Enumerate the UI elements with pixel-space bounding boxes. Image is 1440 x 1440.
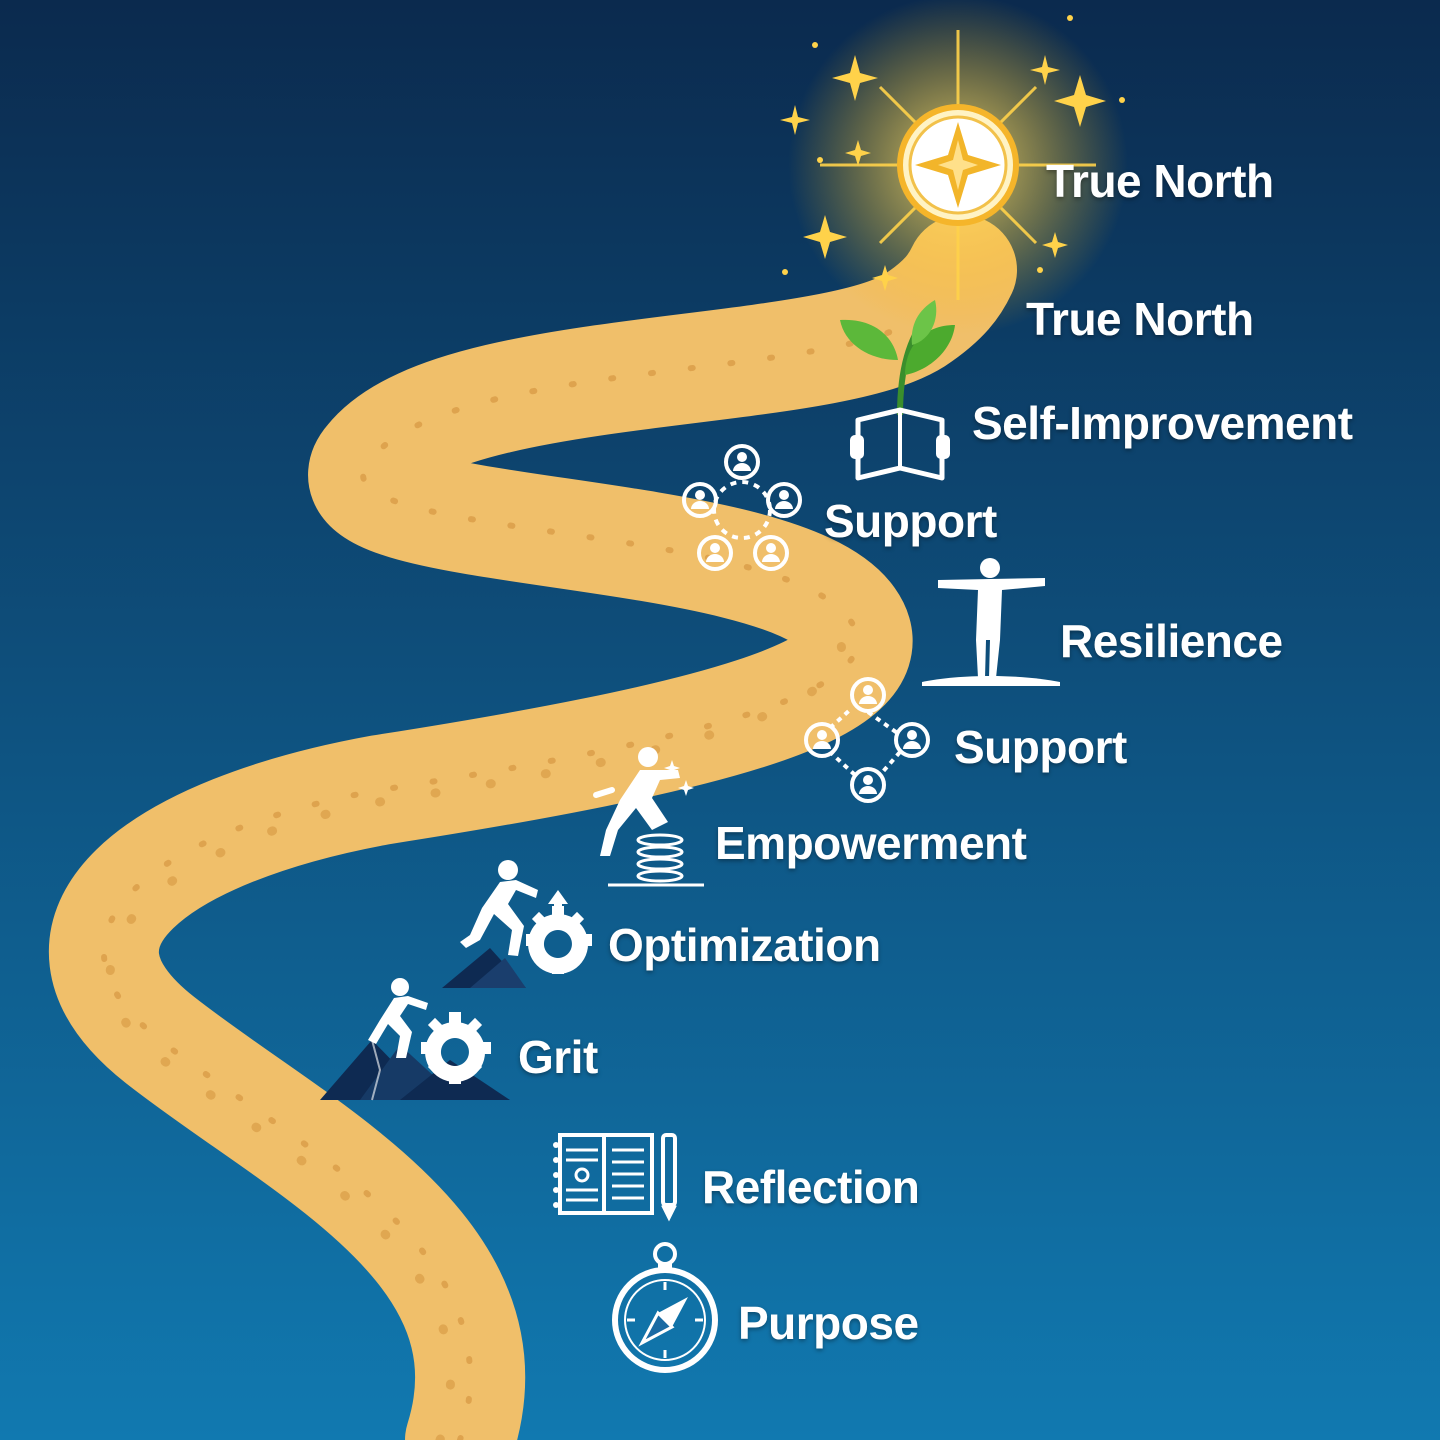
people-connection-icon [804,677,930,803]
step-label-purpose: Purpose [738,1297,919,1349]
people-network-icon [682,444,802,571]
step-label-reflection: Reflection [702,1161,920,1213]
step-label-optimization: Optimization [608,919,881,971]
journal-pen-icon [553,1133,677,1222]
step-label-support-upper: Support [824,495,997,547]
step-label-self-improvement: Self-Improvement [972,397,1353,449]
step-label-grit: Grit [518,1031,598,1083]
climber-mountain-icon [320,978,510,1101]
compass-icon [612,1242,718,1373]
step-label-true-north-top: True North [1046,155,1274,207]
standing-person-icon [922,558,1060,686]
sprout-book-icon [840,300,955,481]
step-label-true-north: True North [1026,293,1254,345]
runner-spring-icon [593,747,704,887]
runner-gear-icon [442,860,592,988]
step-label-resilience: Resilience [1060,615,1283,667]
compass-star-icon [780,0,1128,335]
step-label-empowerment: Empowerment [715,817,1027,869]
step-label-support-lower: Support [954,721,1127,773]
